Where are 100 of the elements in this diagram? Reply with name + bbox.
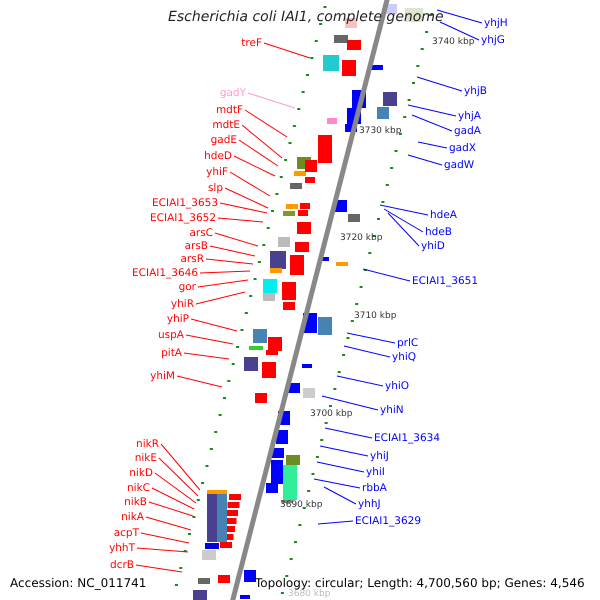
leader-line: [230, 172, 270, 196]
gene-label: gadX: [449, 142, 476, 154]
footer-text: Topology: circular; Length: 4,700,560 bp; Genes: 4,546: [255, 577, 585, 589]
leader-line: [148, 502, 194, 516]
leader-line: [418, 142, 448, 148]
leader-line: [184, 352, 230, 360]
position-label: 3730 kbp: [359, 126, 402, 136]
leader-line: [210, 246, 256, 256]
leader-line: [198, 280, 248, 288]
position-label: 3720 kbp: [340, 234, 382, 242]
leader-line: [408, 104, 456, 116]
gene-label: yhiQ: [392, 352, 416, 362]
leader-line: [224, 188, 268, 208]
leader-line: [214, 232, 258, 246]
gene-label: yhjH: [484, 18, 508, 28]
gene-label: gadE: [210, 134, 237, 146]
leader-line: [416, 76, 462, 92]
gene-label: nikD: [129, 468, 153, 478]
position-label: 3700 kbp: [310, 410, 352, 418]
leader-line: [318, 520, 354, 524]
leader-line: [244, 110, 288, 138]
gene-label: yhhT: [109, 542, 135, 554]
gene-label: ECIAI1_3651: [412, 276, 478, 286]
leader-line: [384, 208, 424, 232]
leader-line: [436, 10, 482, 24]
leader-line: [440, 22, 480, 40]
gene-label: arsC: [189, 228, 213, 238]
leader-line: [248, 92, 296, 108]
gene-label: ECIAI1_3652: [150, 212, 216, 224]
gene-label: yhiF: [206, 166, 228, 178]
gene-label: uspA: [158, 330, 184, 340]
leader-line: [140, 532, 190, 544]
gene-label: dcrB: [110, 560, 134, 570]
leader-line: [206, 258, 254, 264]
leader-line: [200, 270, 250, 274]
gene-label: hdeB: [425, 226, 452, 238]
leader-line: [322, 396, 378, 410]
gene-label: yhjB: [464, 86, 487, 96]
leader-line: [324, 486, 356, 504]
gene-label: nikB: [124, 496, 147, 508]
gene-label: yhiD: [421, 240, 445, 252]
gene-label: ECIAI1_3653: [152, 198, 218, 208]
leader-line: [362, 268, 410, 282]
gene-label: ECIAI1_3629: [355, 516, 421, 526]
leader-line: [186, 334, 234, 344]
leader-line: [190, 318, 238, 332]
gene-label: gor: [178, 282, 196, 292]
gene-label: yhjA: [458, 110, 481, 122]
leader-line: [380, 204, 428, 216]
leader-line: [320, 446, 368, 456]
position-label: 3710 kbp: [354, 312, 396, 320]
gene-label: yhiJ: [370, 450, 389, 462]
gene-label: rbbA: [362, 482, 387, 494]
leader-line: [146, 516, 192, 530]
leader-line: [238, 140, 278, 166]
leader-line: [160, 444, 200, 490]
gene-label: ECIAI1_3646: [132, 268, 198, 278]
gene-label: yhjG: [481, 34, 505, 46]
footer-text: Accession: NC_011741: [10, 577, 146, 589]
gene-label: pitA: [161, 348, 182, 358]
gene-label: hdeD: [204, 150, 232, 162]
gene-label: mdtE: [212, 120, 240, 130]
title: Escherichia coli IAI1, complete genome: [168, 10, 444, 24]
leader-line: [220, 202, 268, 214]
leader-line: [218, 218, 264, 222]
leader-line: [324, 428, 372, 438]
gene-label: yhiR: [170, 298, 194, 310]
gene-label: prlC: [397, 338, 418, 348]
gene-label: ECIAI1_3634: [374, 432, 440, 444]
leader-line: [234, 156, 276, 176]
gene-label: mdtF: [216, 104, 243, 116]
leader-line: [336, 376, 384, 386]
leader-line: [152, 488, 194, 510]
gene-label: nikA: [121, 512, 144, 522]
gene-label: yhhJ: [358, 498, 381, 510]
leader-line: [344, 346, 390, 358]
gene-label: arsB: [184, 240, 208, 252]
gene-label: yhiP: [166, 314, 189, 324]
gene-label: nikR: [136, 438, 159, 450]
leader-line: [316, 462, 364, 472]
gene-label: nikC: [127, 482, 150, 494]
leader-line: [408, 154, 442, 166]
leader-line: [176, 376, 222, 388]
leader-line: [242, 124, 282, 158]
gene-label: nikE: [134, 452, 157, 464]
gene-label: hdeA: [430, 210, 457, 220]
gene-label: yhiN: [380, 404, 404, 416]
gene-label: slp: [208, 182, 223, 194]
gene-label: acpT: [114, 528, 139, 538]
gene-label: gadW: [444, 160, 474, 170]
leader-line: [158, 458, 198, 496]
gene-label: yhiM: [150, 370, 175, 382]
leader-line: [314, 478, 360, 488]
leader-line: [196, 292, 246, 304]
position-label: 3690 kbp: [280, 500, 322, 510]
leader-line: [154, 472, 196, 504]
leader-line: [388, 212, 420, 246]
leader-line: [136, 548, 188, 552]
gene-label: yhiO: [385, 380, 410, 392]
leader-line: [136, 564, 182, 572]
